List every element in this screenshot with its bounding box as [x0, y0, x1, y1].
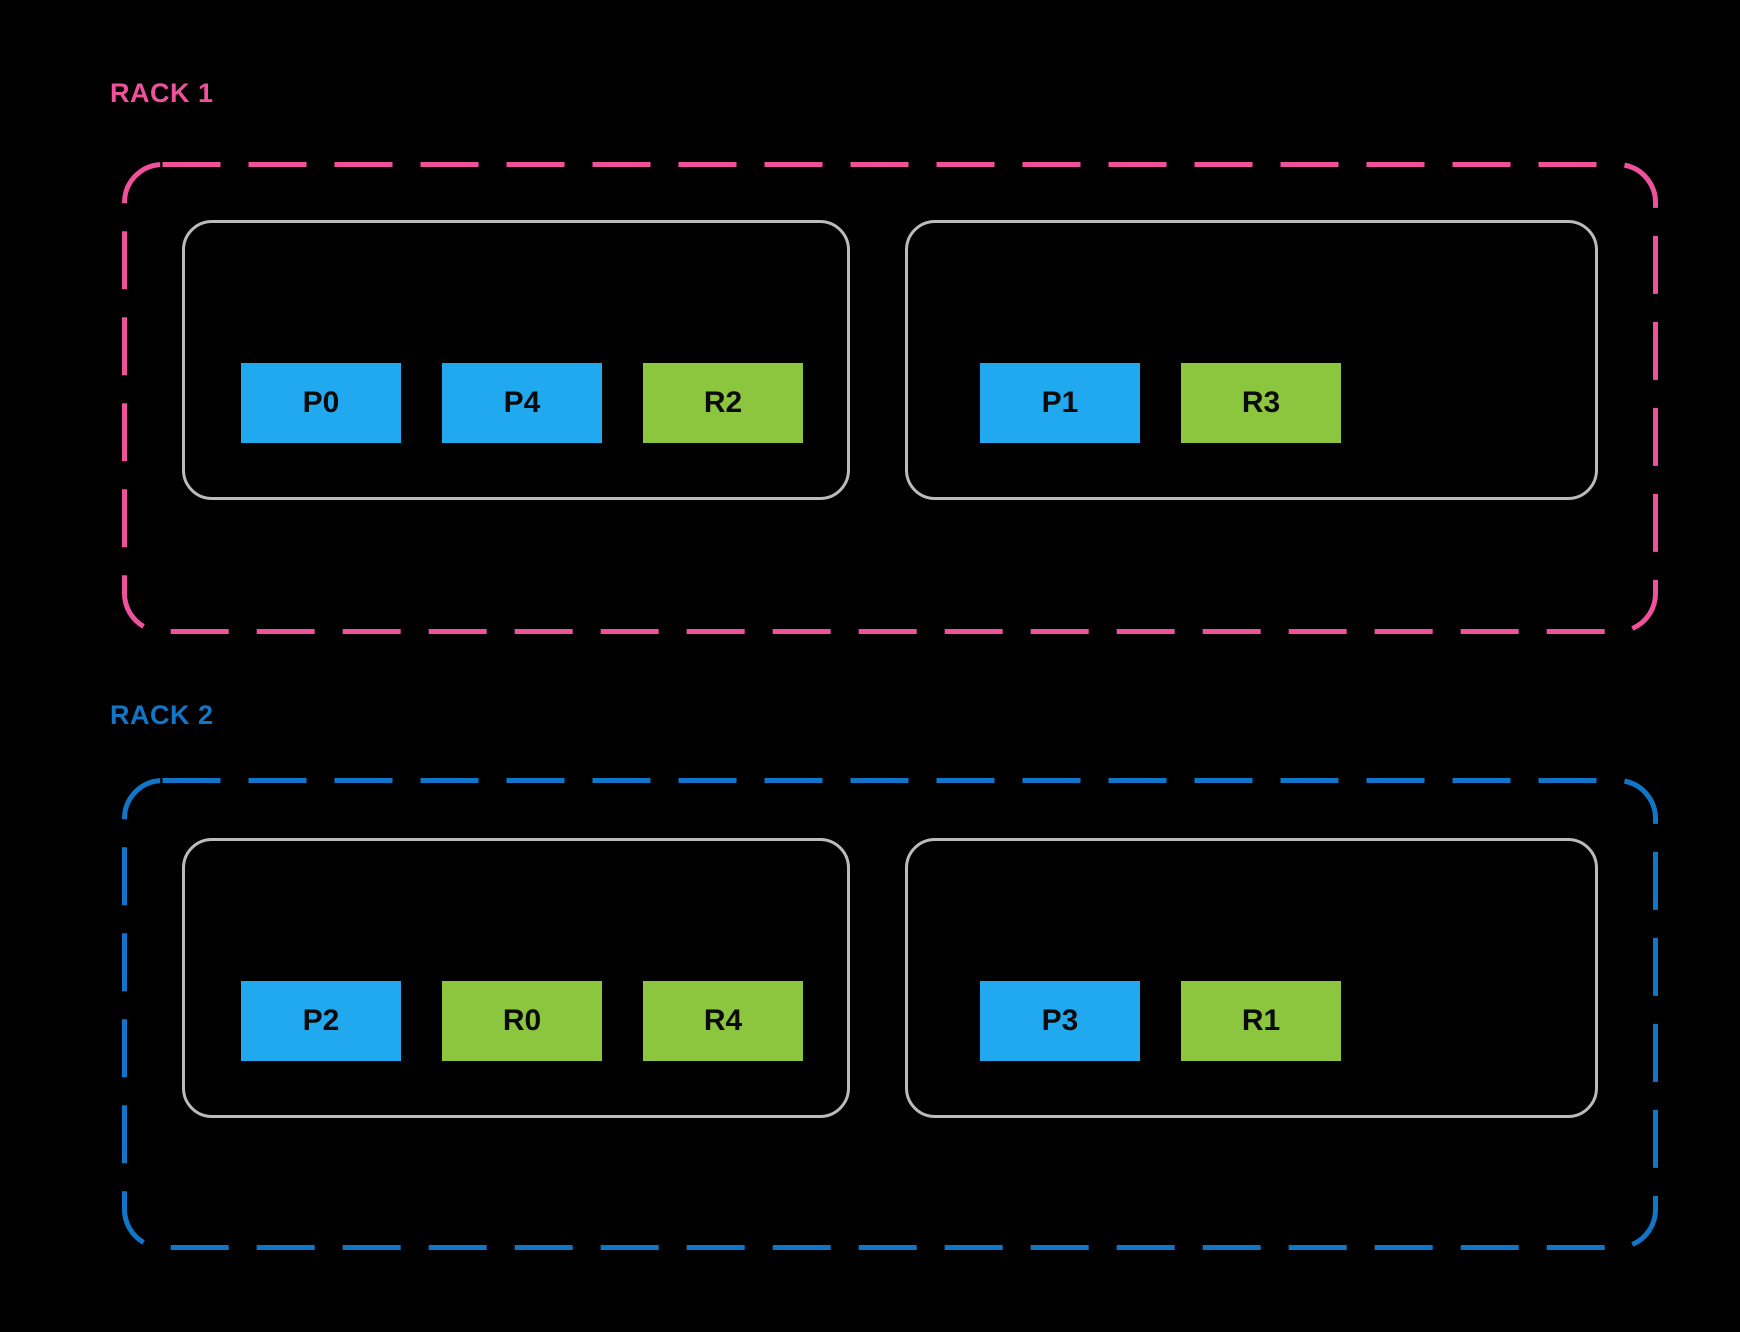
shard-r1: R1 [1181, 981, 1341, 1061]
rack-2-boundary [122, 778, 1658, 1250]
rack-2-label: RACK 2 [110, 700, 214, 730]
shard-p0: P0 [241, 363, 401, 443]
rack-1-node-1: P0 P4 R2 [182, 220, 850, 500]
rack-1-label: RACK 1 [110, 78, 214, 108]
shard-p4: P4 [442, 363, 602, 443]
shard-p2: P2 [241, 981, 401, 1061]
rack-1-boundary [122, 162, 1658, 634]
rack-2-node-2: P3 R1 [905, 838, 1598, 1118]
rack-1-node-2: P1 R3 [905, 220, 1598, 500]
shard-p3: P3 [980, 981, 1140, 1061]
rack-1-dashed-border [122, 162, 1658, 634]
shard-r0: R0 [442, 981, 602, 1061]
rack-2-dashed-border [122, 778, 1658, 1250]
shard-p1: P1 [980, 363, 1140, 443]
rack-2-node-1: P2 R0 R4 [182, 838, 850, 1118]
shard-r2: R2 [643, 363, 803, 443]
shard-r4: R4 [643, 981, 803, 1061]
shard-r3: R3 [1181, 363, 1341, 443]
